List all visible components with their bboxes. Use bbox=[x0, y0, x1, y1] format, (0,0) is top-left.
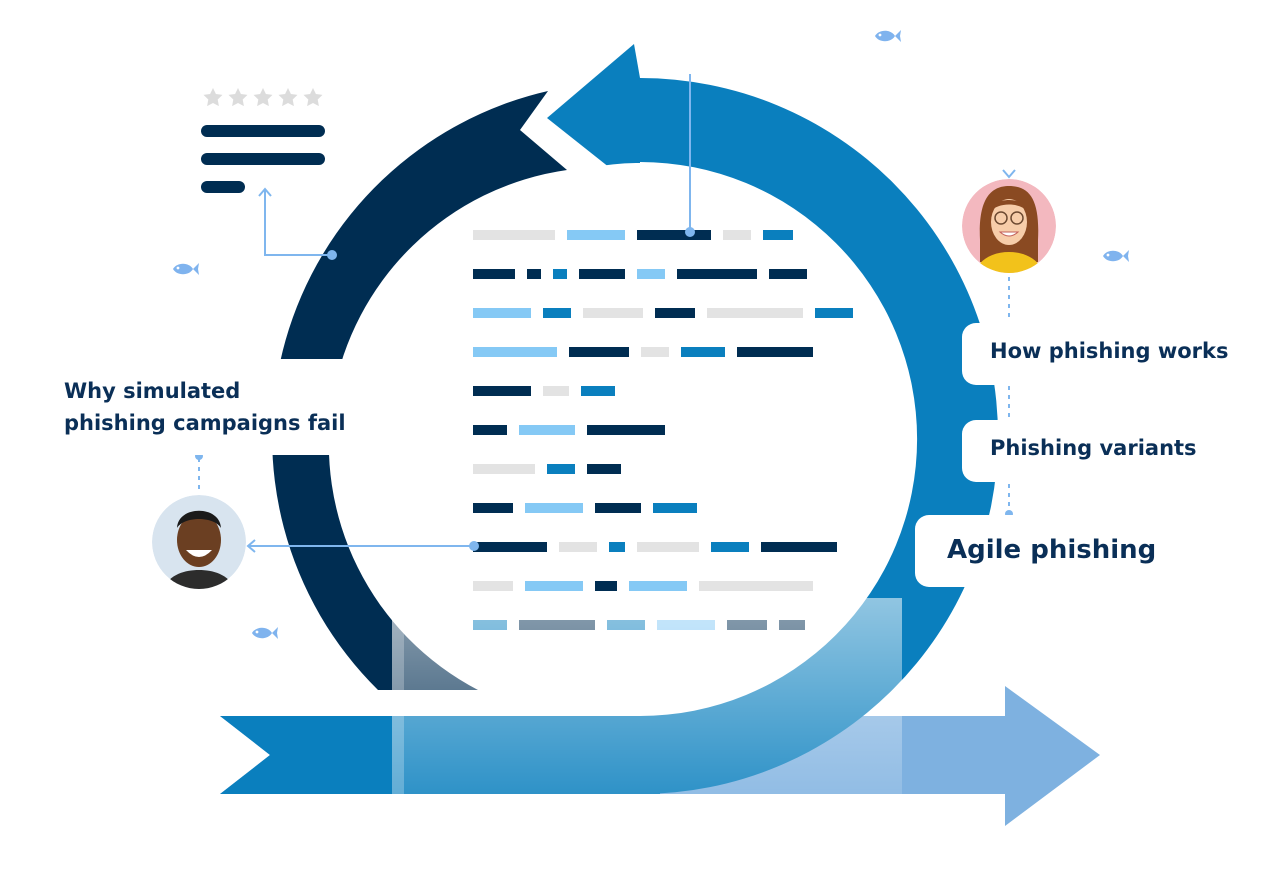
code-segment bbox=[761, 542, 837, 552]
code-segment bbox=[653, 503, 697, 513]
why-line-1: Why simulated bbox=[64, 379, 241, 403]
man-avatar bbox=[152, 495, 246, 589]
code-segment bbox=[473, 542, 547, 552]
connector-man-head bbox=[246, 539, 256, 553]
variants-text: Phishing variants bbox=[990, 436, 1197, 460]
woman-avatar bbox=[962, 179, 1056, 273]
cycle-arrowhead-blue bbox=[547, 44, 640, 187]
code-segment bbox=[637, 230, 711, 240]
label-agile-phishing[interactable]: Agile phishing bbox=[915, 515, 1205, 587]
code-segment bbox=[543, 308, 571, 318]
star-icon bbox=[203, 88, 223, 107]
label-how-phishing-works[interactable]: How phishing works bbox=[962, 323, 1252, 385]
code-segment bbox=[547, 464, 575, 474]
connectors bbox=[198, 74, 1016, 553]
code-segment bbox=[525, 581, 583, 591]
code-segment bbox=[699, 581, 813, 591]
code-segment bbox=[473, 347, 557, 357]
code-segment bbox=[473, 386, 531, 396]
code-segment bbox=[473, 269, 515, 279]
code-segment bbox=[637, 269, 665, 279]
connector-woman-head bbox=[1002, 169, 1016, 179]
code-segment bbox=[707, 308, 803, 318]
fish-icon bbox=[252, 627, 278, 639]
code-segment bbox=[525, 503, 583, 513]
code-segment bbox=[595, 581, 617, 591]
code-segment bbox=[519, 425, 575, 435]
how-text: How phishing works bbox=[990, 339, 1229, 363]
cycle-arc-navy bbox=[272, 91, 567, 690]
connector-review bbox=[264, 190, 332, 256]
agile-text: Agile phishing bbox=[947, 535, 1157, 565]
code-segment bbox=[567, 230, 625, 240]
glass-panel bbox=[392, 598, 902, 794]
code-segment bbox=[637, 542, 699, 552]
connector-dot bbox=[685, 227, 695, 237]
star-icon bbox=[278, 88, 298, 107]
inner-circle bbox=[365, 163, 915, 713]
code-segment bbox=[473, 308, 531, 318]
code-segment bbox=[583, 308, 643, 318]
code-segment bbox=[769, 269, 807, 279]
code-segment bbox=[473, 581, 513, 591]
code-segment bbox=[543, 386, 569, 396]
code-segment bbox=[641, 347, 669, 357]
review-line bbox=[201, 181, 245, 193]
code-segment bbox=[609, 542, 625, 552]
code-segment bbox=[587, 425, 665, 435]
review-widget bbox=[201, 88, 325, 193]
code-segment bbox=[655, 308, 695, 318]
label-why-simulated-campaigns-fail[interactable]: Why simulated phishing campaigns fail bbox=[46, 359, 357, 455]
label-phishing-variants[interactable]: Phishing variants bbox=[962, 420, 1252, 482]
code-segment bbox=[587, 464, 621, 474]
star-icon bbox=[303, 88, 323, 107]
star-icon bbox=[253, 88, 273, 107]
fish-icon bbox=[875, 30, 901, 42]
code-segment bbox=[723, 230, 751, 240]
connector-review-head bbox=[258, 187, 272, 197]
why-line-2: phishing campaigns fail bbox=[64, 411, 346, 435]
code-segment bbox=[553, 269, 567, 279]
glass-panel-left bbox=[392, 598, 404, 794]
code-segment bbox=[473, 230, 555, 240]
code-segment bbox=[581, 386, 615, 396]
code-segment bbox=[473, 464, 535, 474]
fish-icon bbox=[1103, 250, 1129, 262]
code-segment bbox=[737, 347, 813, 357]
connector-dot bbox=[327, 250, 337, 260]
fish-icon bbox=[173, 263, 199, 275]
code-segment bbox=[763, 230, 793, 240]
connector-dot bbox=[469, 541, 479, 551]
code-segment bbox=[681, 347, 725, 357]
star-icon bbox=[228, 88, 248, 107]
code-segment bbox=[473, 425, 507, 435]
code-segment bbox=[815, 308, 853, 318]
review-line bbox=[201, 153, 325, 165]
code-segment bbox=[677, 269, 757, 279]
code-segment bbox=[711, 542, 749, 552]
code-segment bbox=[629, 581, 687, 591]
code-segment bbox=[559, 542, 597, 552]
code-segment bbox=[527, 269, 541, 279]
code-segment bbox=[595, 503, 641, 513]
code-segment bbox=[579, 269, 625, 279]
cycle-arc-blue bbox=[640, 78, 998, 794]
code-segment bbox=[473, 503, 513, 513]
review-line bbox=[201, 125, 325, 137]
code-segment bbox=[569, 347, 629, 357]
